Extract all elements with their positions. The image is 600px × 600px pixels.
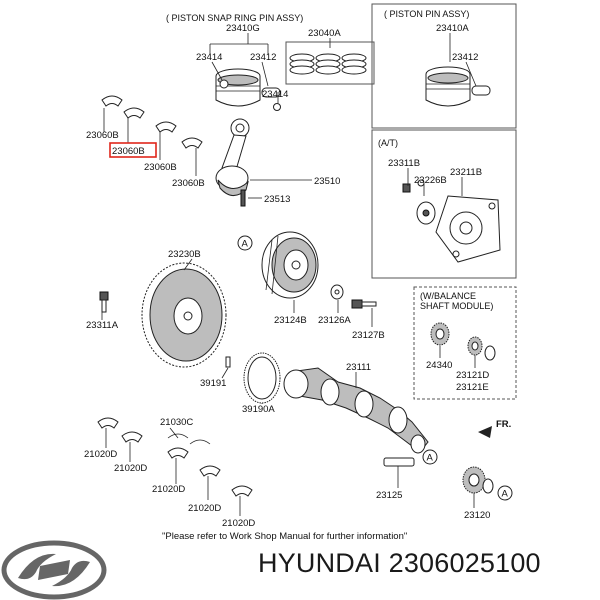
label-21030C: 21030C [160, 417, 193, 428]
label-23121E: 23121E [456, 382, 489, 393]
callout-a-pulley: A [237, 235, 253, 251]
balance-shaft-title-1: (W/BALANCE [420, 291, 476, 301]
callout-a-sprocket-letter: A [502, 489, 509, 500]
piston-pin-assy-box [371, 3, 517, 129]
main-bearings-lower [97, 417, 253, 497]
balance-shaft-title-2: SHAFT MODULE) [420, 301, 493, 311]
label-23211B: 23211B [450, 167, 482, 178]
label-23311B: 23311B [388, 158, 420, 169]
front-direction-indicator: FR. [478, 419, 511, 438]
label-23121D: 23121D [456, 370, 489, 381]
label-23125: 23125 [376, 490, 402, 501]
callout-a-crankshaft: A [422, 449, 438, 465]
bearing-shells-upper [101, 95, 203, 149]
crankshaft-pulley [261, 231, 319, 299]
front-label: FR. [496, 419, 511, 430]
crankshaft [283, 367, 429, 467]
balance-shaft-gears [430, 322, 496, 361]
label-23414-top: 23414 [196, 52, 222, 63]
footnote: "Please refer to Work Shop Manual for fu… [162, 531, 407, 542]
callout-a-pulley-letter: A [242, 239, 249, 250]
label-23120: 23120 [464, 510, 490, 521]
flywheel [99, 262, 227, 368]
label-23412-right: 23412 [452, 52, 478, 63]
callout-a-crankshaft-letter: A [427, 453, 434, 464]
automatic-transmission-box [371, 129, 517, 279]
label-21020D-1: 21020D [84, 449, 117, 460]
label-23414-right: 23414 [262, 89, 288, 100]
label-23060B-1: 23060B [86, 130, 119, 141]
crank-sprocket [462, 466, 494, 494]
label-21020D-4: 21020D [188, 503, 221, 514]
leader-lines [101, 33, 477, 516]
label-39190A: 39190A [242, 404, 275, 415]
label-23226B: 23226B [414, 175, 447, 186]
label-21020D-3: 21020D [152, 484, 185, 495]
label-23060B-highlighted[interactable]: 23060B [112, 146, 145, 157]
label-23127B: 23127B [352, 330, 385, 341]
piston-illustration [215, 68, 281, 111]
label-23230B: 23230B [168, 249, 201, 260]
label-23412-left: 23412 [250, 52, 276, 63]
label-23311A: 23311A [86, 320, 119, 331]
label-23060B-3: 23060B [172, 178, 205, 189]
label-23124B: 23124B [274, 315, 307, 326]
drive-plate [402, 179, 501, 263]
label-23410A: 23410A [436, 23, 469, 34]
label-39191: 39191 [200, 378, 226, 389]
ring-gear [225, 352, 281, 404]
label-24340: 24340 [426, 360, 452, 371]
label-23126A: 23126A [318, 315, 351, 326]
label-23111: 23111 [346, 362, 371, 373]
piston-ring-set [289, 53, 367, 75]
label-23410G: 23410G [226, 23, 260, 34]
hyundai-logo-icon [1, 540, 107, 600]
pulley-washer [330, 284, 344, 300]
callout-a-sprocket: A [497, 485, 513, 501]
highlighted-part-frame [109, 142, 157, 158]
at-title: (A/T) [378, 138, 398, 148]
pulley-bolt [351, 299, 377, 309]
piston-pin-illustration [425, 66, 491, 107]
piston-snap-ring-title: ( PISTON SNAP RING PIN ASSY) [166, 13, 303, 23]
label-21020D-5: 21020D [222, 518, 255, 529]
connecting-rod [215, 118, 250, 207]
label-23040A: 23040A [308, 28, 341, 39]
label-21020D-2: 21020D [114, 463, 147, 474]
label-23513: 23513 [264, 194, 290, 205]
label-23510: 23510 [314, 176, 340, 187]
balance-shaft-module-box [413, 286, 517, 400]
front-arrow-icon [478, 426, 492, 438]
piston-pin-assy-title: ( PISTON PIN ASSY) [384, 9, 469, 19]
label-23060B-2: 23060B [144, 162, 177, 173]
brand-part-number: HYUNDAI 2306025100 [258, 548, 541, 578]
